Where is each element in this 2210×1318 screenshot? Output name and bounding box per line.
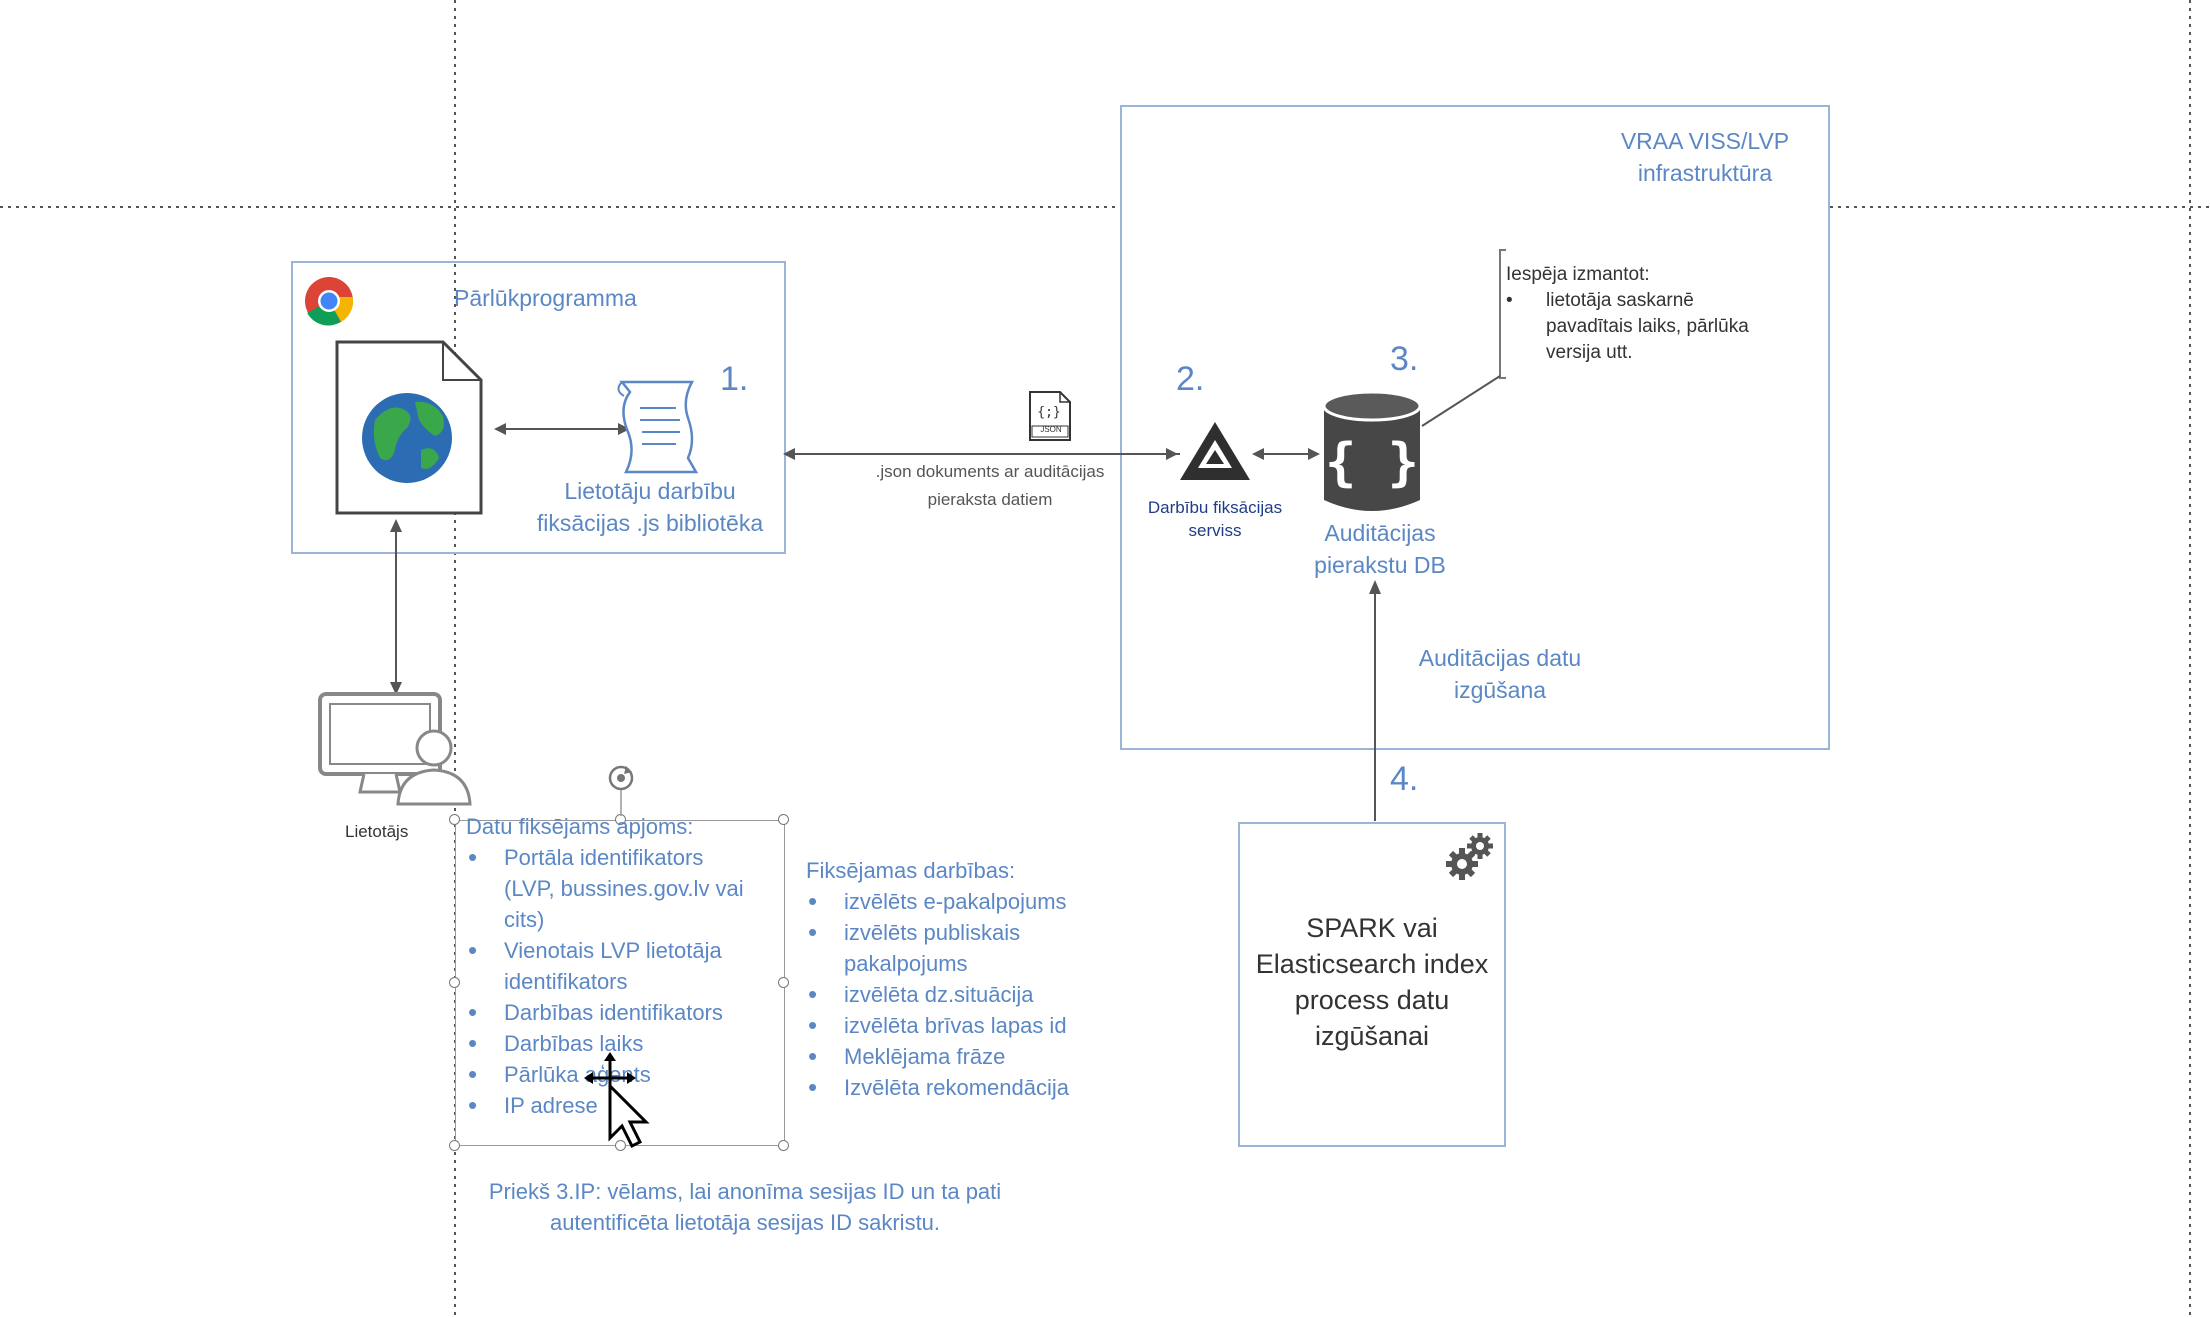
list-item: izvēlēts e-pakalpojums [806, 886, 1146, 917]
data-scope-heading: Datu fiksējams apjoms: [466, 814, 694, 839]
script-library-icon [617, 380, 699, 474]
list-item: izvēlēta brīvas lapas id [806, 1010, 1146, 1041]
gears-icon [1446, 833, 1493, 880]
move-cursor-icon [584, 1052, 650, 1148]
step-4-label: 4. [1390, 760, 1419, 798]
svg-text:{ }: { } [1325, 433, 1419, 493]
json-file-icon: {;} [1029, 391, 1071, 441]
session-id-note: Priekš 3.IP: vēlams, lai anonīma sesijas… [488, 1179, 1002, 1235]
step-1-label: 1. [720, 360, 749, 398]
web-page-icon [335, 340, 483, 515]
resize-handle-bottom[interactable] [615, 1140, 626, 1151]
resize-handle-left[interactable] [449, 977, 460, 988]
data-scope-text: Datu fiksējams apjoms: Portāla identifik… [466, 812, 796, 1121]
extraction-arrow [1369, 580, 1381, 821]
browser-box [291, 261, 786, 554]
note-text: Iespēja izmantot: • lietotāja saskarnē p… [1506, 262, 1749, 366]
list-item: Darbības laiks [466, 1028, 796, 1059]
note-bullet: • lietotāja saskarnē pavadītais laiks, p… [1506, 290, 1749, 363]
list-item: Izvēlēta rekomendācija [806, 1072, 1146, 1103]
list-item: izvēlēta dz.situācija [806, 979, 1146, 1010]
resize-handle-top-left[interactable] [449, 814, 460, 825]
list-item: Vienotais LVP lietotāja identifikators [466, 935, 796, 997]
note-callout-line [1421, 249, 1506, 427]
user-computer-icon [318, 692, 472, 806]
resize-handle-bottom-right[interactable] [778, 1140, 789, 1151]
json-document-label: .json dokuments ar auditācijas pieraksta… [875, 462, 1105, 510]
page-library-arrow [494, 423, 630, 435]
list-item: Darbības identifikators [466, 997, 796, 1028]
resize-handle-bottom-left[interactable] [449, 1140, 460, 1151]
chrome-icon [305, 277, 354, 326]
vraa-title: VRAA VISS/LVP infrastruktūra [1620, 128, 1790, 187]
step-2-label: 2. [1176, 360, 1205, 398]
spark-process-label: SPARK vai Elasticsearch index process da… [1255, 913, 1489, 1051]
library-label: Lietotāju darbību fiksācijas .js bibliot… [536, 478, 764, 537]
browser-title: Pārlūkprogramma [454, 285, 637, 311]
json-icon-text: JSON [1040, 425, 1062, 434]
arrow-to-service-head [1000, 448, 1178, 460]
page-user-arrow [390, 519, 402, 695]
user-label: Lietotājs [345, 822, 409, 841]
database-icon: { } [1322, 390, 1422, 511]
actions-text: Fiksējamas darbības: izvēlēts e-pakalpoj… [806, 856, 1146, 1103]
actions-heading: Fiksējamas darbības: [806, 858, 1016, 883]
resize-handle-top-right[interactable] [778, 814, 789, 825]
list-item: Meklējama frāze [806, 1041, 1146, 1072]
database-label: Auditācijas pierakstu DB [1314, 520, 1446, 579]
spark-process-box [1238, 822, 1506, 1147]
svg-text:{;}: {;} [1037, 405, 1060, 420]
service-label: Darbību fiksācijas serviss [1147, 498, 1283, 540]
vraa-infrastructure-box [1120, 105, 1830, 750]
list-item: Portāla identifikators (LVP, bussines.go… [466, 842, 796, 935]
actions-list: izvēlēts e-pakalpojums izvēlēts publiska… [806, 886, 1146, 1103]
extraction-label: Auditācijas datu izgūšana [1418, 645, 1582, 704]
data-scope-list: Portāla identifikators (LVP, bussines.go… [466, 842, 796, 1121]
service-db-arrow [1252, 448, 1320, 460]
list-item: izvēlēts publiskais pakalpojums [806, 917, 1146, 979]
list-item: IP adrese [466, 1090, 796, 1121]
service-icon [1180, 422, 1250, 480]
list-item: Pārlūka aģents [466, 1059, 796, 1090]
step-3-label: 3. [1390, 340, 1419, 378]
rotate-handle-icon[interactable] [604, 762, 638, 818]
